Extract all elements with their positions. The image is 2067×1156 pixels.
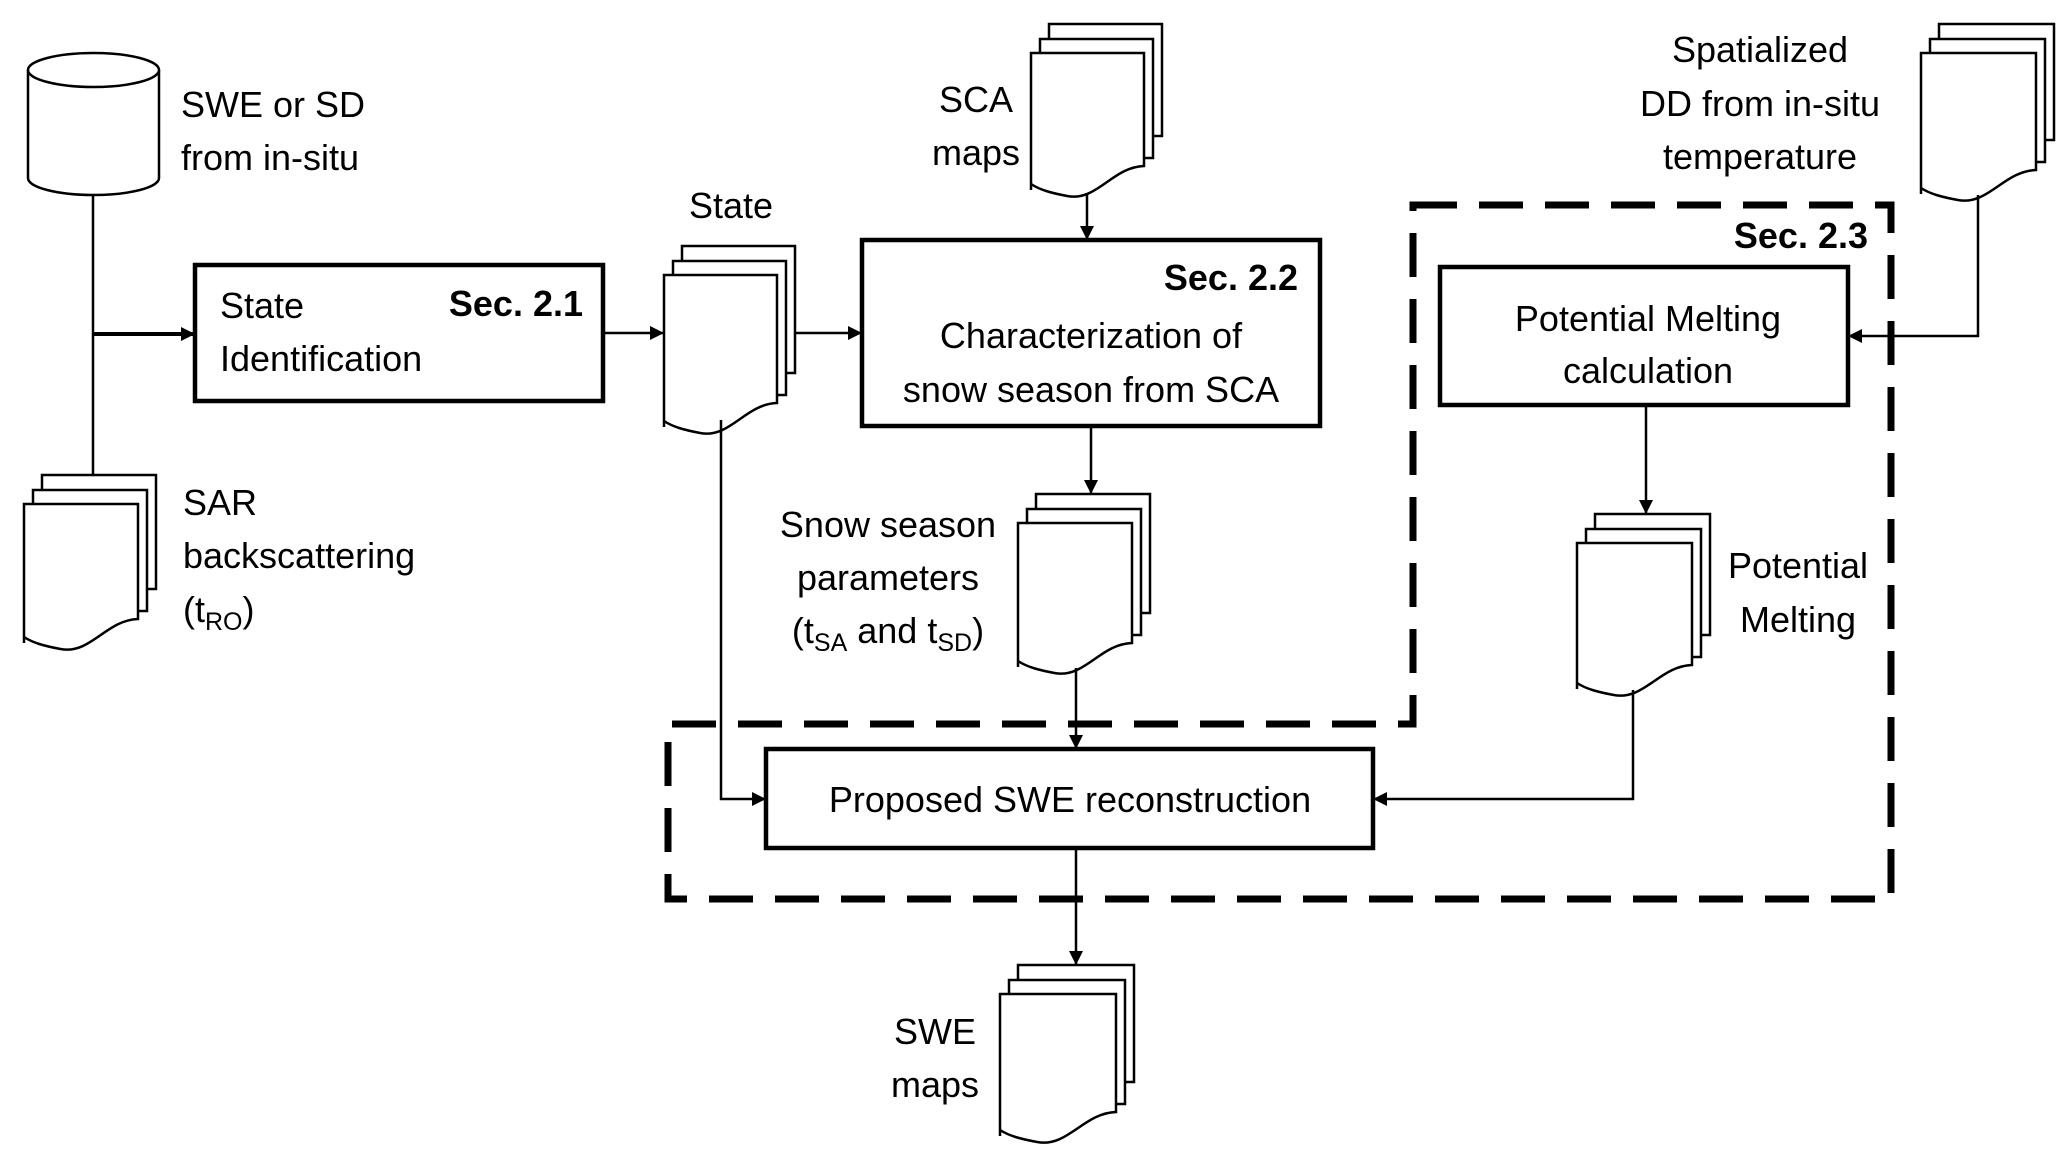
sec-2-3-group-outline (664, 201, 1895, 903)
snow-season-params-line1: Snow season (780, 504, 996, 545)
swe-maps-document-stack-icon (998, 963, 1136, 1144)
database-icon (26, 51, 161, 197)
sar-label-line1: SAR (183, 482, 257, 523)
snow-season-params-line2: parameters (797, 557, 979, 598)
spatialized-dd-line3: temperature (1663, 136, 1857, 177)
state-document-stack-icon (662, 244, 797, 435)
arrow-state-to-reconstruction (719, 420, 766, 806)
potential-melting-line1: Potential (1728, 545, 1868, 586)
state-docs-label: State (689, 185, 773, 226)
swe-reconstruction-label: Proposed SWE reconstruction (829, 779, 1311, 820)
potential-melting-calc-line2: calculation (1563, 350, 1733, 391)
document-page-front (1919, 51, 2038, 202)
potential-melting-calculation-box[interactable] (1437, 264, 1851, 408)
state-identification-box[interactable] (192, 262, 606, 404)
sar-label-line2: backscattering (183, 535, 415, 576)
document-page-front (22, 502, 140, 651)
snow-season-params-line3: (tSA and tSD) (792, 610, 984, 657)
arrow-potential-melting-to-reconstruction (1373, 690, 1635, 806)
spatialized-dd-line1: Spatialized (1672, 29, 1848, 70)
document-page-front (1575, 541, 1694, 697)
in-situ-label-line1: SWE or SD (181, 84, 365, 125)
document-page-front (998, 992, 1118, 1144)
document-page-front (1016, 521, 1134, 675)
spatialized-dd-document-stack-icon (1919, 22, 2056, 202)
swe-maps-line1: SWE (894, 1011, 976, 1052)
sca-document-stack-icon (1029, 22, 1164, 198)
state-identification-label-line1: State (220, 285, 304, 326)
sar-document-stack-icon (22, 473, 158, 651)
spatialized-dd-line2: DD from in-situ (1640, 83, 1880, 124)
snow-season-params-document-stack-icon (1016, 492, 1152, 675)
document-page-front (662, 273, 779, 435)
potential-melting-calc-line1: Potential Melting (1515, 298, 1781, 339)
sec-2-1-label: Sec. 2.1 (449, 283, 583, 324)
in-situ-label-line2: from in-situ (181, 137, 359, 178)
swe-maps-line2: maps (891, 1064, 979, 1105)
document-page-front (1029, 51, 1146, 198)
sec-2-3-label: Sec. 2.3 (1734, 215, 1868, 256)
sar-label-line3: (tRO) (183, 589, 255, 636)
potential-melting-document-stack-icon (1575, 512, 1712, 697)
swe-reconstruction-box[interactable] (763, 746, 1376, 851)
state-identification-label-line2: Identification (220, 338, 422, 379)
snow-season-characterization-line2: snow season from SCA (903, 369, 1279, 410)
snow-season-characterization-line1: Characterization of (940, 315, 1243, 356)
sca-label-line2: maps (932, 132, 1020, 173)
potential-melting-line2: Melting (1740, 599, 1856, 640)
sca-label-line1: SCA (939, 79, 1013, 120)
arrow-dd-to-potential-melting-calc (1848, 195, 1980, 343)
sec-2-2-label: Sec. 2.2 (1164, 257, 1298, 298)
